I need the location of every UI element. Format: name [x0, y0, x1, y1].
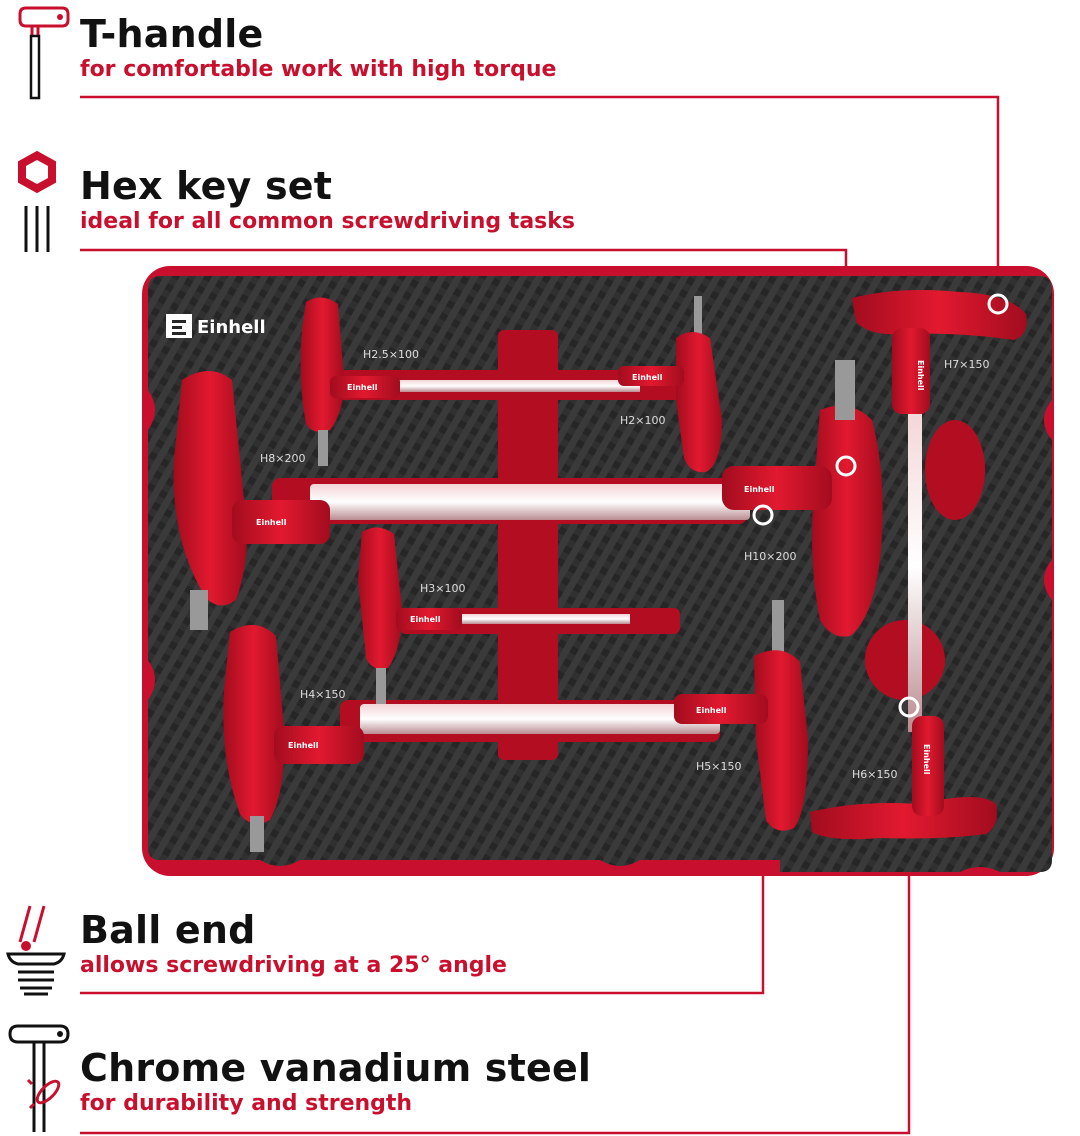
callout-line-t-handle: [80, 95, 1000, 304]
brand-logo-text: Einhell: [197, 317, 266, 338]
size-label-h3: H3×100: [420, 582, 465, 595]
size-label-h2-5: H2.5×100: [363, 348, 419, 361]
feature-subtitle: allows screwdriving at a 25° angle: [80, 953, 507, 978]
center-channel: [498, 330, 558, 760]
feature-title: Chrome vanadium steel: [80, 1046, 592, 1090]
svg-text:Einhell: Einhell: [288, 741, 319, 750]
tool-h6: Einhell: [810, 716, 997, 840]
size-label-h6: H6×150: [852, 768, 897, 781]
callout-dot-ball-end: [752, 504, 774, 526]
feature-t-handle: T-handle for comfortable work with high …: [80, 12, 556, 84]
feature-subtitle: ideal for all common screwdriving tasks: [80, 209, 575, 234]
hex-key-icon: [18, 150, 56, 252]
svg-text:Einhell: Einhell: [744, 485, 775, 494]
callout-dot-t-handle: [987, 293, 1009, 315]
svg-text:Einhell: Einhell: [922, 744, 931, 775]
callout-dot-hex-key: [835, 455, 857, 477]
feature-title: T-handle: [80, 12, 264, 56]
tool-h4: Einhell: [223, 624, 720, 852]
svg-text:Einhell: Einhell: [347, 383, 378, 392]
size-label-h7: H7×150: [944, 358, 989, 371]
callout-dot-steel: [898, 696, 920, 718]
feature-hex-key-set: Hex key set ideal for all common screwdr…: [80, 164, 575, 236]
feature-title: Ball end: [80, 908, 256, 952]
tool-h7: Einhell: [852, 290, 1027, 732]
brand-logo: Einhell: [166, 314, 266, 338]
tool-h2: Einhell: [618, 296, 722, 473]
size-label-h4: H4×150: [300, 688, 345, 701]
size-label-h10: H10×200: [744, 550, 796, 563]
tool-h3: Einhell: [358, 527, 630, 704]
size-label-h8: H8×200: [260, 452, 305, 465]
svg-text:Einhell: Einhell: [632, 373, 663, 382]
feature-subtitle: for comfortable work with high torque: [80, 57, 557, 82]
svg-text:Einhell: Einhell: [410, 615, 441, 624]
tool-h2-5: Einhell: [300, 297, 640, 466]
t-handle-icon: [18, 6, 70, 100]
feature-ball-end: Ball end allows screwdriving at a 25° an…: [80, 908, 507, 980]
size-label-h2: H2×100: [620, 414, 665, 427]
tool-h5: Einhell: [674, 600, 808, 831]
ball-end-icon: [6, 905, 66, 996]
steel-wrench-icon: [8, 1024, 70, 1132]
feature-subtitle: for durability and strength: [80, 1091, 413, 1116]
svg-text:Einhell: Einhell: [916, 360, 925, 391]
size-label-h5: H5×150: [696, 760, 741, 773]
feature-title: Hex key set: [80, 164, 333, 208]
tool-h8: Einhell: [173, 371, 750, 630]
svg-text:Einhell: Einhell: [696, 706, 727, 715]
svg-text:Einhell: Einhell: [256, 518, 287, 527]
feature-chrome-vanadium: Chrome vanadium steel for durability and…: [80, 1046, 591, 1118]
tool-h10: Einhell: [722, 360, 883, 637]
